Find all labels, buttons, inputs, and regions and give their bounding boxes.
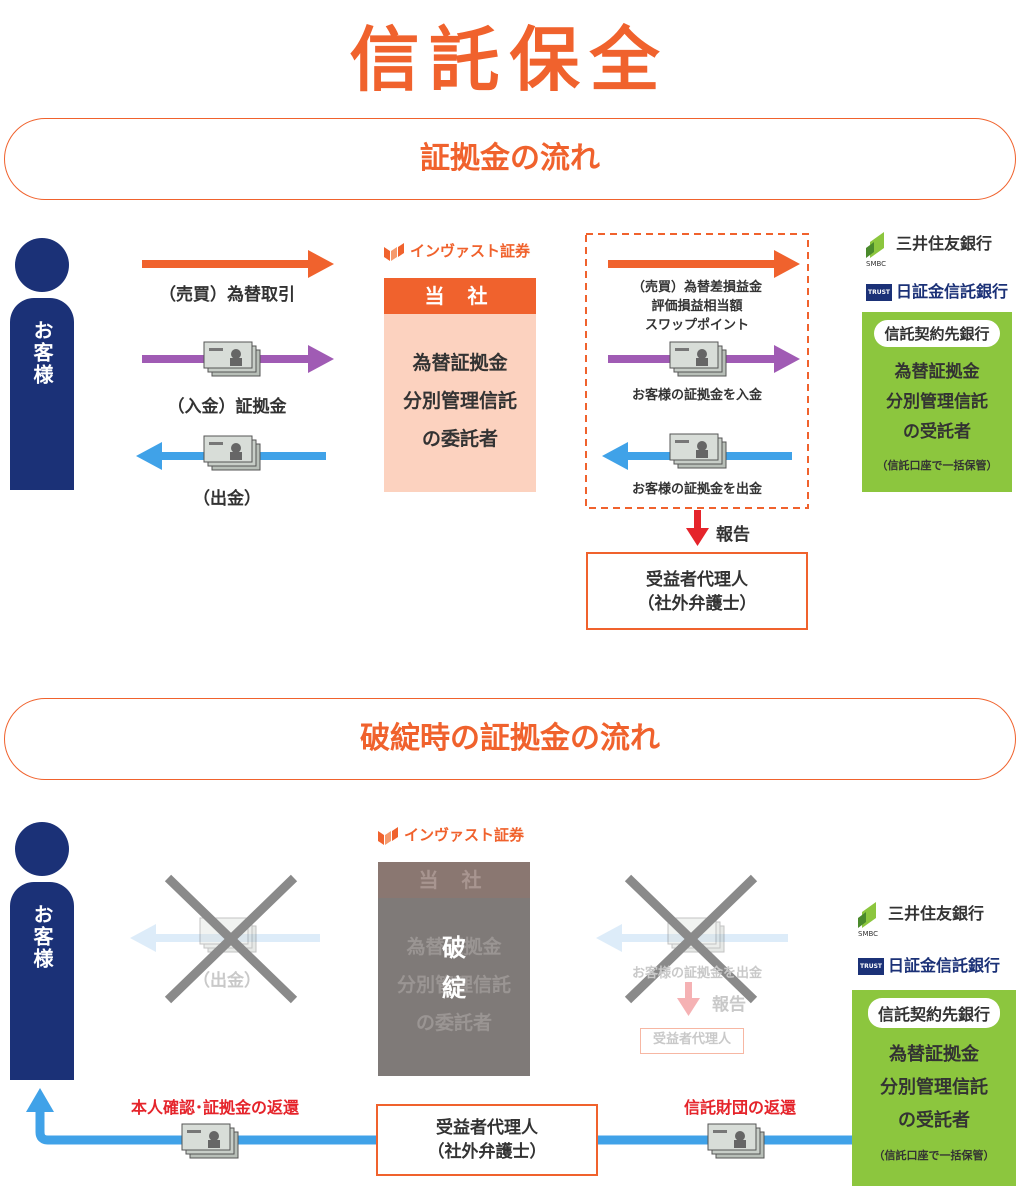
trust-body: 為替証拠金 分別管理信託 の受託者 xyxy=(852,1038,1016,1137)
withdraw-label: （出金） xyxy=(193,489,261,509)
company-box: 為替証拠金 分別管理信託 の委託者 xyxy=(384,314,536,492)
invast-logo-icon xyxy=(378,826,398,845)
agent-line: （社外弁護士） xyxy=(427,1142,547,1162)
trust-line: 為替証拠金 xyxy=(894,362,980,382)
trust-line: 為替証拠金 xyxy=(889,1044,979,1065)
bank1-name: 三井住友銀行 xyxy=(888,904,985,923)
bankrupt-char: 綻 xyxy=(442,974,466,1002)
section-heading-bankruptcy: 破綻時の証拠金の流れ xyxy=(4,698,1016,780)
trust-bank-box: 信託契約先銀行 為替証拠金 分別管理信託 の受託者 （信託口座で一括保管） xyxy=(862,312,1012,492)
agent-line: 受益者代理人 xyxy=(646,570,748,590)
trust-badge-icon: TRUST xyxy=(858,958,884,975)
mid-withdraw-label: お客様の証拠金を出金 xyxy=(631,482,762,497)
cross-mark-icon xyxy=(624,874,758,1004)
faded-withdraw-label: （出金） xyxy=(193,971,261,991)
money-icon xyxy=(707,1123,765,1159)
trade-label: （売買）為替取引 xyxy=(159,285,295,305)
smbc-logo: 三井住友銀行 xyxy=(866,230,992,258)
agent-box: 受益者代理人 （社外弁護士） xyxy=(586,552,808,630)
money-icon xyxy=(203,341,261,377)
customer-figure: お客様 xyxy=(10,822,74,1080)
company-logo: インヴァスト証券 xyxy=(378,824,524,845)
trust-line: 分別管理信託 xyxy=(880,1077,988,1098)
section-heading-flow: 証拠金の流れ xyxy=(4,118,1016,200)
return-left-label: 本人確認･証拠金の返還 xyxy=(130,1098,299,1117)
faded-mid-withdraw-arrow xyxy=(596,924,788,952)
trust-pill: 信託契約先銀行 xyxy=(874,320,1000,347)
company-line: の委託者 xyxy=(415,1012,492,1034)
trust-line: の受託者 xyxy=(903,422,971,442)
company-logo: インヴァスト証券 xyxy=(384,240,530,261)
page-title: 信託保全 xyxy=(349,19,670,101)
bank1-name: 三井住友銀行 xyxy=(896,234,993,253)
customer-label: お客様 xyxy=(30,904,54,970)
cross-mark-icon xyxy=(164,874,298,1004)
company-line: 為替証拠金 xyxy=(406,936,502,958)
trust-pill: 信託契約先銀行 xyxy=(867,998,1000,1028)
trust-note: （信託口座で一括保管） xyxy=(876,459,998,472)
report-arrow xyxy=(686,510,709,546)
trust-line: の受託者 xyxy=(898,1110,970,1131)
report-label: 報告 xyxy=(716,525,750,545)
company-line: の委託者 xyxy=(421,428,498,450)
faded-agent-box: 受益者代理人 xyxy=(640,1028,744,1054)
trust-note: （信託口座で一括保管） xyxy=(873,1149,995,1162)
faded-mid-withdraw-label: お客様の証拠金を出金 xyxy=(631,966,762,981)
smbc-small: SMBC xyxy=(866,260,887,268)
smbc-small: SMBC xyxy=(858,930,879,938)
company-line: 分別管理信託 xyxy=(402,390,517,412)
customer-label: お客様 xyxy=(30,320,54,386)
company-box-bankrupt: 為替証拠金 分別管理信託 の委託者 xyxy=(378,898,530,1076)
company-logo-text: インヴァスト証券 xyxy=(404,826,525,844)
trade-arrow xyxy=(142,250,334,278)
customer-body: お客様 xyxy=(10,882,74,1080)
money-icon xyxy=(181,1123,239,1159)
agent-box: 受益者代理人 （社外弁護士） xyxy=(376,1104,598,1176)
customer-head-icon xyxy=(15,822,69,876)
money-icon xyxy=(669,341,727,377)
company-header: 当 社 xyxy=(384,278,536,314)
trust-body: 為替証拠金 分別管理信託 の受託者 xyxy=(862,357,1012,447)
mid-trade-line: 評価損益相当額 xyxy=(651,299,743,314)
agent-line: 受益者代理人 xyxy=(436,1118,538,1138)
trust-bank-box: 信託契約先銀行 為替証拠金 分別管理信託 の受託者 （信託口座で一括保管） xyxy=(852,990,1016,1186)
trust-badge-icon: TRUST xyxy=(866,284,892,301)
faded-report-arrow xyxy=(677,982,700,1016)
deposit-label: （入金）証拠金 xyxy=(167,397,287,417)
customer-figure: お客様 xyxy=(10,238,74,490)
invast-logo-icon xyxy=(384,242,404,261)
company-line: 為替証拠金 xyxy=(412,352,508,374)
mid-trade-line: （売買）為替差損益金 xyxy=(631,280,762,295)
customer-head-icon xyxy=(15,238,69,292)
agent-line: （社外弁護士） xyxy=(637,594,757,614)
smbc-logo-icon xyxy=(866,231,884,258)
smbc-logo: 三井住友銀行 xyxy=(858,900,984,928)
mid-deposit-label: お客様の証拠金を入金 xyxy=(631,388,762,403)
money-icon xyxy=(669,433,727,469)
money-icon xyxy=(203,435,261,471)
bank2-name: 日証金信託銀行 xyxy=(896,282,1009,301)
company-header: 当 社 xyxy=(378,862,530,898)
mid-trade-label: （売買）為替差損益金 評価損益相当額 スワップポイント xyxy=(586,278,808,335)
trust-line: 分別管理信託 xyxy=(886,392,988,412)
return-line xyxy=(26,1088,852,1145)
mid-trade-arrow xyxy=(608,250,800,278)
bankrupt-label: 破 綻 xyxy=(434,928,474,1008)
return-right-label: 信託財団の返還 xyxy=(683,1098,796,1117)
bank2-name: 日証金信託銀行 xyxy=(888,956,1001,975)
mid-trade-line: スワップポイント xyxy=(644,318,749,333)
dashed-box xyxy=(585,233,809,509)
customer-body: お客様 xyxy=(10,298,74,490)
bankrupt-char: 破 xyxy=(442,934,466,962)
company-line: 分別管理信託 xyxy=(396,974,511,996)
smbc-logo-icon xyxy=(858,901,876,928)
faded-report-label: 報告 xyxy=(712,995,746,1015)
company-logo-text: インヴァスト証券 xyxy=(410,242,531,260)
